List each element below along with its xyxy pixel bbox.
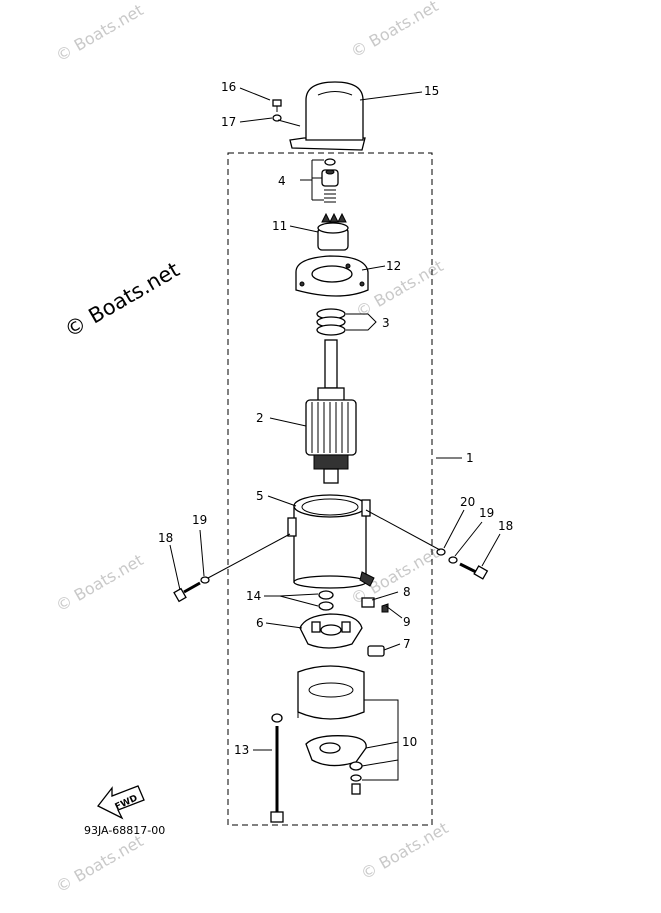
callout-3: 3 <box>382 316 390 330</box>
part-through-bolt <box>270 713 284 823</box>
callout-1: 1 <box>466 451 474 465</box>
part-brush-8 <box>361 597 375 608</box>
callout-14: 14 <box>246 589 261 603</box>
part-right-bolt <box>436 548 489 580</box>
part-washer-14b <box>318 601 334 611</box>
callout-10: 10 <box>402 735 417 749</box>
part-brush-7 <box>367 645 385 657</box>
callout-5: 5 <box>256 489 264 503</box>
part-spring-9 <box>381 603 389 613</box>
diagram-code: 93JA-68817-00 <box>84 824 165 837</box>
callout-15: 15 <box>424 84 439 98</box>
watermark: © Boats.net <box>53 0 147 65</box>
callout-18-right: 18 <box>498 519 513 533</box>
watermark: © Boats.net <box>53 550 147 615</box>
part-lower-cup <box>297 665 365 720</box>
part-washers <box>316 308 346 336</box>
callout-19-left: 19 <box>192 513 207 527</box>
assembly-frame <box>227 152 433 826</box>
watermark: © Boats.net <box>358 818 452 883</box>
callout-20: 20 <box>460 495 475 509</box>
part-cover <box>289 81 366 151</box>
part-bracket <box>295 255 369 297</box>
part-yoke <box>287 494 375 589</box>
watermark-main: © Boats.net <box>61 257 184 342</box>
part-washer-14a <box>318 590 334 600</box>
part-pinion <box>317 212 349 251</box>
part-armature <box>305 339 357 484</box>
part-sleeve-group <box>321 158 339 203</box>
callout-13: 13 <box>234 743 249 757</box>
callout-8: 8 <box>403 585 411 599</box>
callout-7: 7 <box>403 637 411 651</box>
callout-16: 16 <box>221 80 236 94</box>
callout-labels: 1 2 3 4 5 6 7 8 9 10 11 12 13 14 15 16 1… <box>158 80 513 757</box>
part-brush-holder <box>299 613 363 649</box>
callout-19-right: 19 <box>479 506 494 520</box>
watermark-layer: © Boats.net © Boats.net © Boats.net © Bo… <box>53 0 452 896</box>
part-washer-17 <box>272 114 282 122</box>
callout-12: 12 <box>386 259 401 273</box>
callout-17: 17 <box>221 115 236 129</box>
callout-4: 4 <box>278 174 286 188</box>
callout-18-left: 18 <box>158 531 173 545</box>
watermark: © Boats.net <box>348 0 442 61</box>
watermark: © Boats.net <box>53 831 147 896</box>
part-screw-16 <box>272 99 282 112</box>
callout-9: 9 <box>403 615 411 629</box>
callout-6: 6 <box>256 616 264 630</box>
leader-lines <box>169 87 501 781</box>
fwd-arrow-icon: FWD <box>97 785 145 820</box>
part-left-bolt <box>173 576 210 603</box>
callout-2: 2 <box>256 411 264 425</box>
callout-11: 11 <box>272 219 287 233</box>
part-plate-10 <box>305 735 367 795</box>
